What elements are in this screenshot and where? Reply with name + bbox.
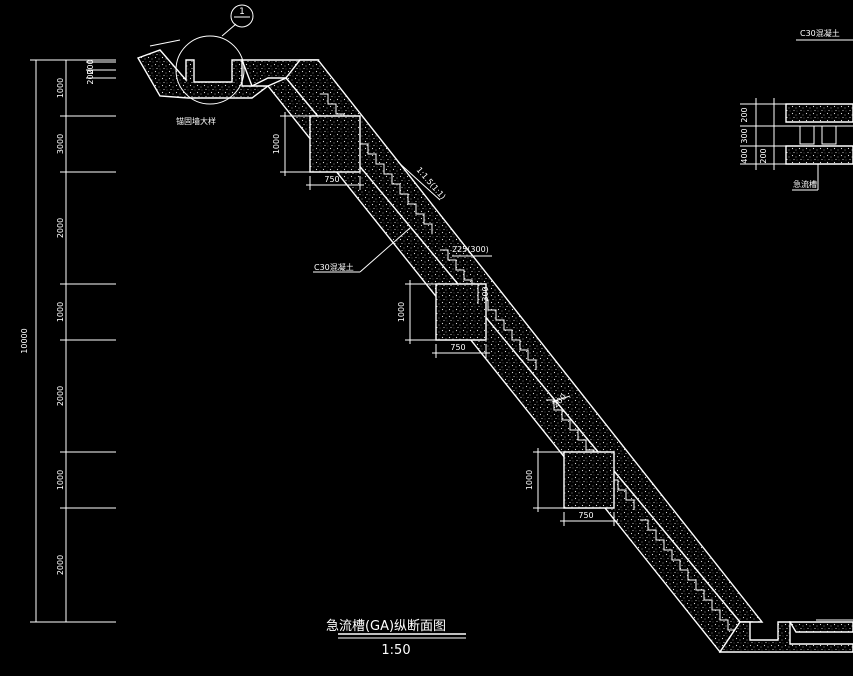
top-small-dim-2: 200 <box>86 69 95 84</box>
dim-label-7: 2000 <box>56 555 65 575</box>
anchor-block-middle: 1000 750 <box>397 280 490 358</box>
anchor-height-middle: 1000 <box>397 302 406 322</box>
detail-circle <box>175 35 245 105</box>
right-section: C30混凝土 200 300 400 200 急流槽 <box>740 28 853 191</box>
anchor-width-middle: 750 <box>450 343 465 352</box>
dim-label-5: 2000 <box>56 386 65 406</box>
anchor-block-lower: 1000 750 <box>525 448 618 526</box>
drawing-title: 急流槽(GA)纵断面图 <box>326 619 446 634</box>
right-dim-2: 300 <box>740 128 749 143</box>
drawing-title-block: 急流槽(GA)纵断面图 1:50 <box>326 619 466 658</box>
dim-label-4: 1000 <box>56 302 65 322</box>
right-dim-1: 200 <box>740 107 749 122</box>
step-label: 225(300) <box>452 245 489 254</box>
sloped-channel <box>266 59 764 654</box>
total-height-label: 10000 <box>20 328 29 353</box>
anchor-width-lower: 750 <box>578 511 593 520</box>
right-dim-4: 200 <box>759 148 768 163</box>
dim-label-3: 2000 <box>56 218 65 238</box>
bottom-outlet <box>718 619 853 653</box>
step-label-2: 300 <box>481 286 490 301</box>
drawing-scale: 1:50 <box>381 643 410 658</box>
right-section-label: C30混凝土 <box>800 28 840 38</box>
right-dim-3: 400 <box>740 148 749 163</box>
anchor-width-upper: 750 <box>324 175 339 184</box>
anchor-height-upper: 1000 <box>272 134 281 154</box>
dim-label-1: 1000 <box>56 78 65 98</box>
top-small-dim-1: 200 <box>86 59 95 74</box>
detail-callout-number: 1 <box>239 7 245 17</box>
detail-callout-circle <box>230 4 254 28</box>
left-dimension-chain: 10000 1000 3000 2000 1000 2000 1000 2000… <box>20 59 116 623</box>
concrete-label: C30混凝土 <box>314 262 354 272</box>
detail-label: 锚固墙大样 <box>176 116 216 126</box>
dim-label-2: 3000 <box>56 134 65 154</box>
anchor-block-upper: 1000 750 <box>272 112 364 190</box>
dim-label-6: 1000 <box>56 470 65 490</box>
anchor-height-lower: 1000 <box>525 470 534 490</box>
right-section-note: 急流槽 <box>793 179 817 189</box>
